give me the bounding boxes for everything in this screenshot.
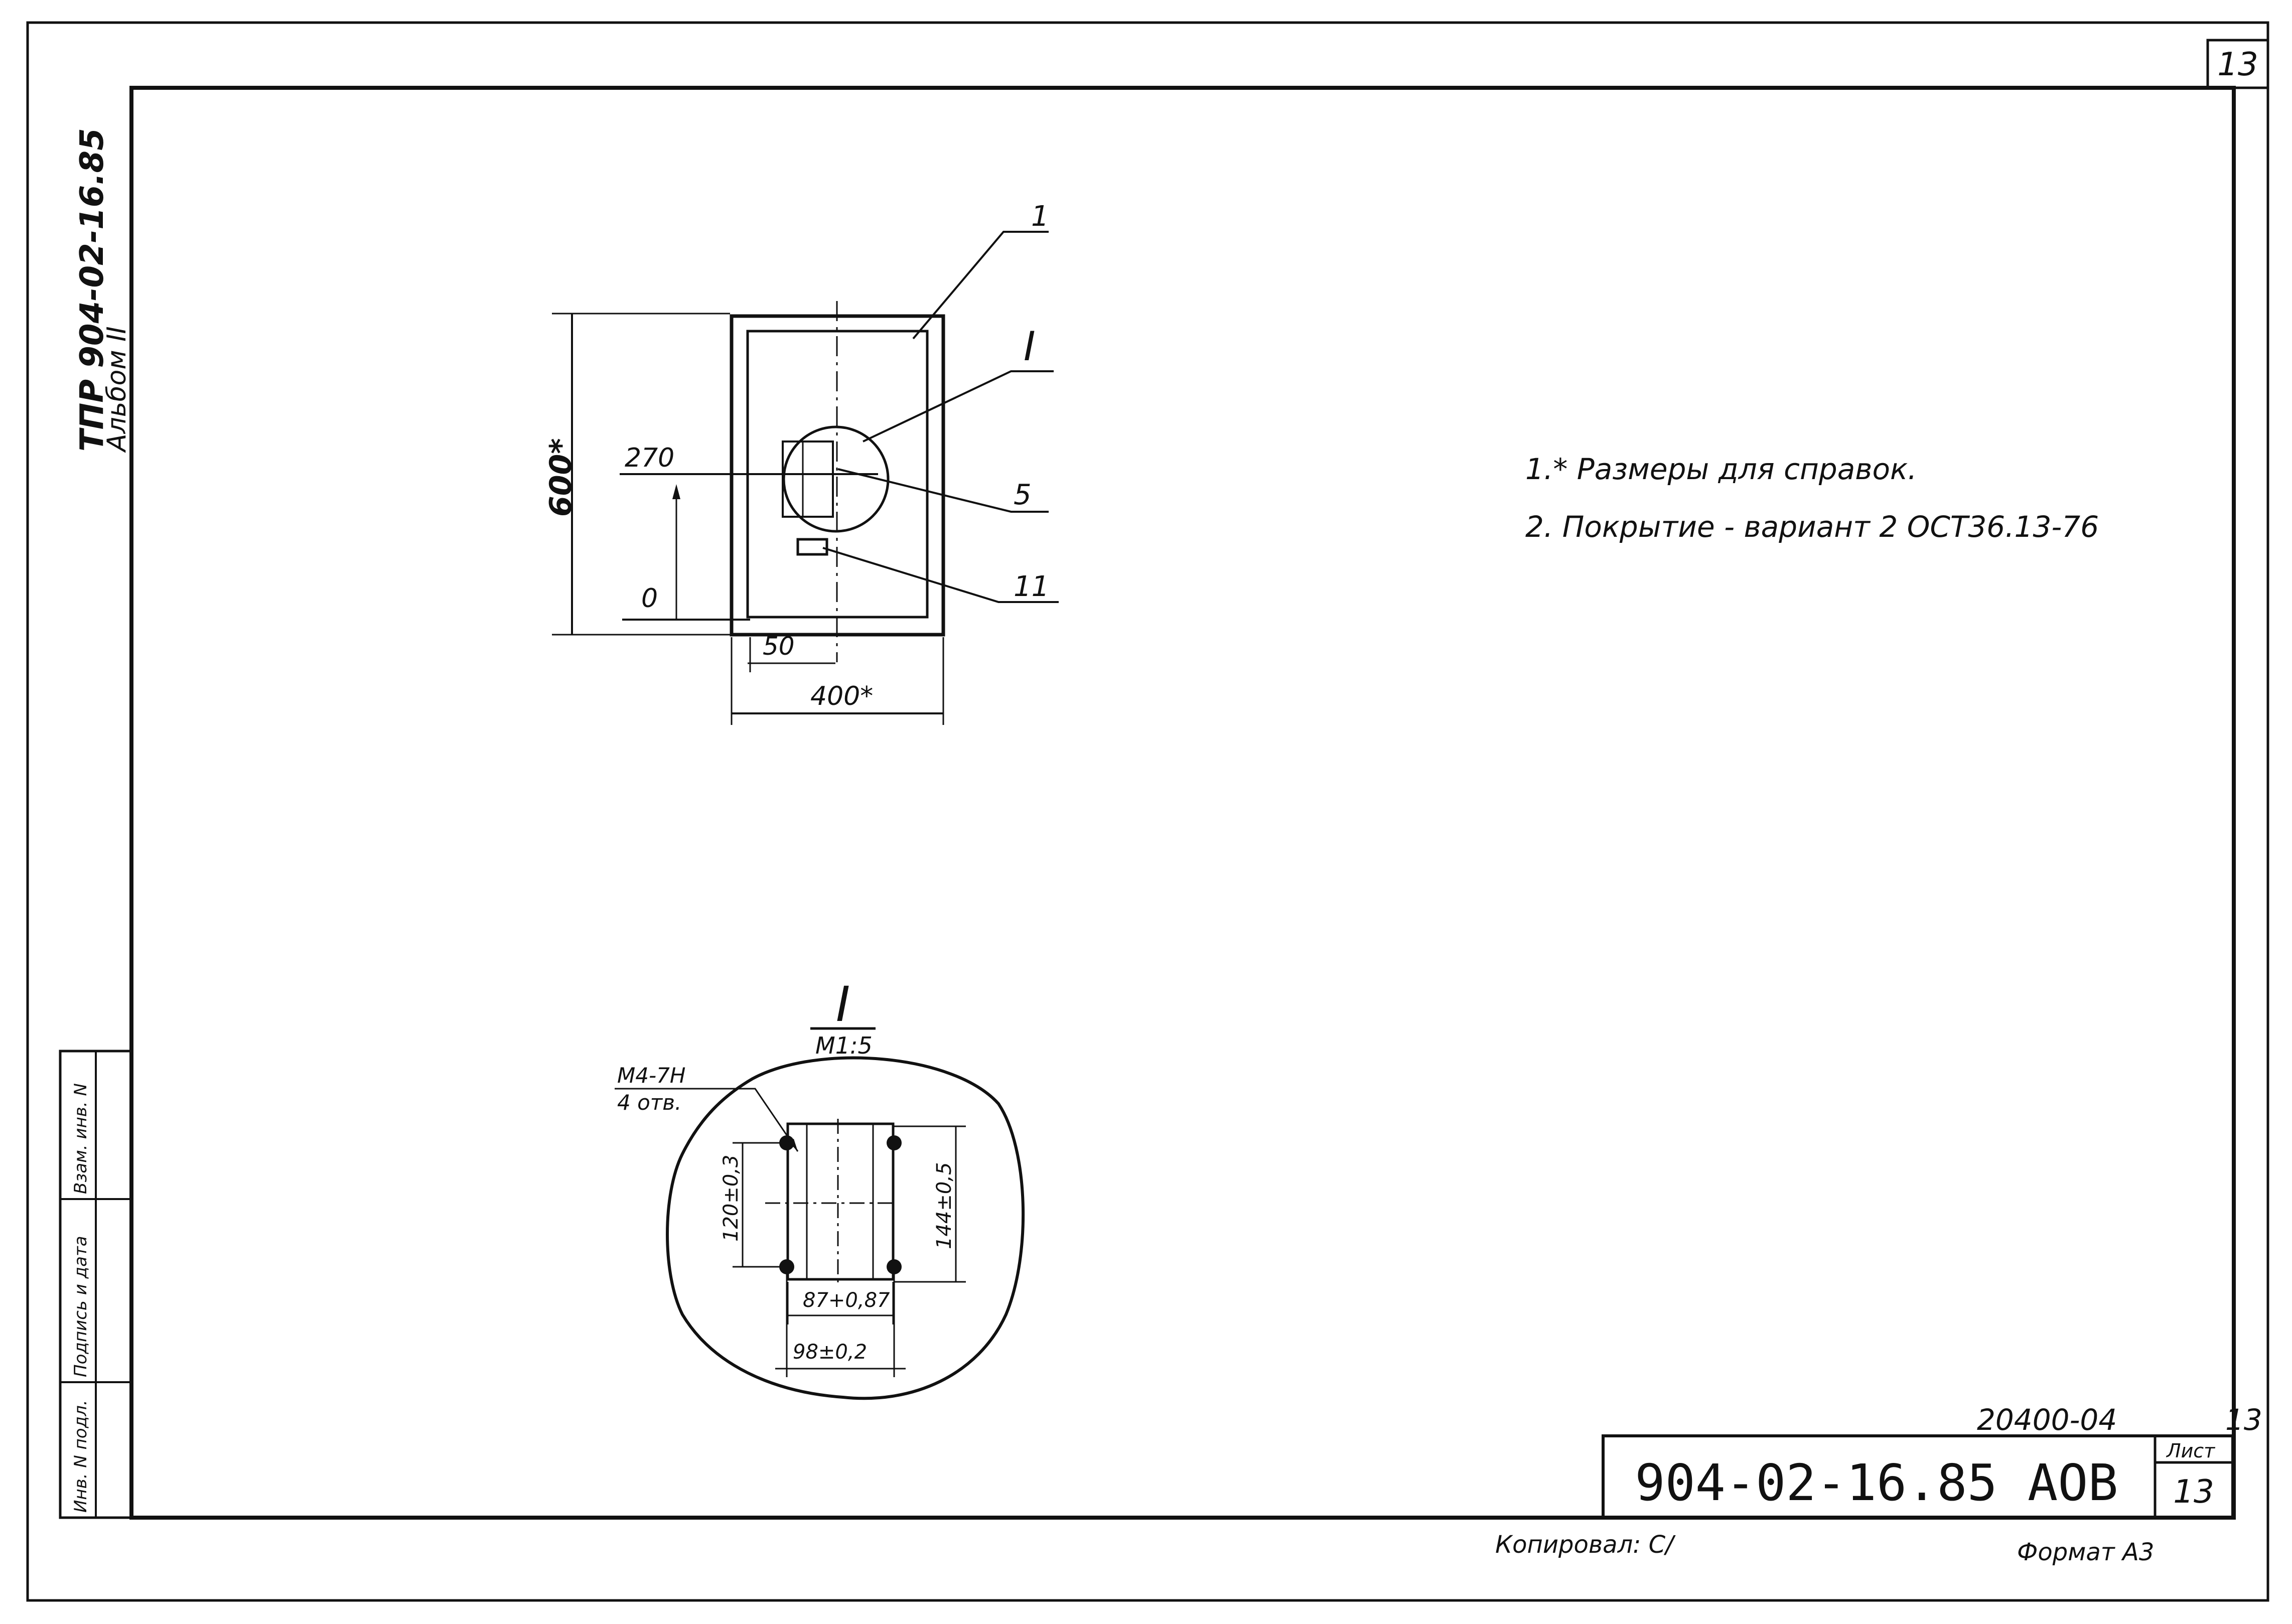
note-2: 2. Покрытие - вариант 2 ОСТ36.13-76 — [1525, 510, 2099, 544]
corner-sheet-box: 13 — [2206, 39, 2269, 89]
format-label: Формат А3 — [2017, 1538, 2154, 1566]
stamp-inv-label: Инв. N подл. — [71, 1400, 91, 1513]
sheet-number: 13 — [2173, 1473, 2214, 1511]
hole-bottom-right — [887, 1259, 902, 1274]
stamp-signature-label: Подпись и дата — [71, 1236, 91, 1377]
window-circle — [782, 425, 890, 533]
dim-144: 144±0,5 — [933, 1162, 956, 1249]
corner-sheet-number: 13 — [2217, 46, 2258, 83]
detail-scale: М1:5 — [815, 1032, 873, 1059]
dim-87: 87+0,87 — [803, 1289, 890, 1312]
callout-11: 11 — [1014, 570, 1049, 603]
detail-I: I М1:5 М4-7Н 4 отв. 120±0,3 144±0,5 — [615, 976, 1025, 1400]
detail-boundary — [666, 1056, 1025, 1400]
hole-top-right — [887, 1135, 902, 1150]
left-stamp: Инв. N подл. Подпись и дата Взам. инв. N — [59, 1050, 133, 1519]
dim-height-600: 600* — [543, 438, 579, 517]
thread-label: М4-7Н — [617, 1063, 685, 1088]
sheet-label: Лист — [2166, 1440, 2216, 1462]
copied-by: Копировал: С/ — [1495, 1531, 1676, 1559]
detail-title: I — [836, 976, 850, 1032]
outer-frame — [26, 21, 2269, 1602]
dim-0: 0 — [641, 583, 658, 614]
callout-1: 1 — [1031, 200, 1049, 233]
stamp-replace-label: Взам. инв. N — [71, 1083, 91, 1194]
side-album: Альбом II — [102, 326, 132, 453]
title-block: 20400-04 13 904-02-16.85 АОВ Лист 13 — [1602, 1403, 2262, 1519]
order-number: 20400-04 — [1977, 1403, 2117, 1437]
notes: 1.* Размеры для справок. 2. Покрытие - в… — [1525, 452, 2099, 544]
designation: 904-02-16.85 АОВ — [1635, 1453, 2118, 1512]
dim-50: 50 — [763, 632, 795, 661]
note-1: 1.* Размеры для справок. — [1525, 452, 1917, 486]
small-plate — [796, 538, 828, 556]
callout-detail-I: I — [1024, 323, 1036, 370]
dim-width-400: 400* — [810, 681, 873, 711]
inner-frame — [129, 86, 2236, 1520]
side-title: ТПР 904-02-16.85 — [74, 128, 111, 452]
sheet-number-top: 13 — [2225, 1403, 2262, 1437]
holes-label: 4 отв. — [617, 1090, 681, 1115]
callout-5: 5 — [1014, 479, 1032, 511]
dim-120: 120±0,3 — [720, 1155, 743, 1242]
dim-98: 98±0,2 — [793, 1341, 867, 1364]
dim-270: 270 — [625, 443, 674, 473]
main-view: 1 I 5 11 600* 270 0 50 400* — [543, 200, 1059, 725]
